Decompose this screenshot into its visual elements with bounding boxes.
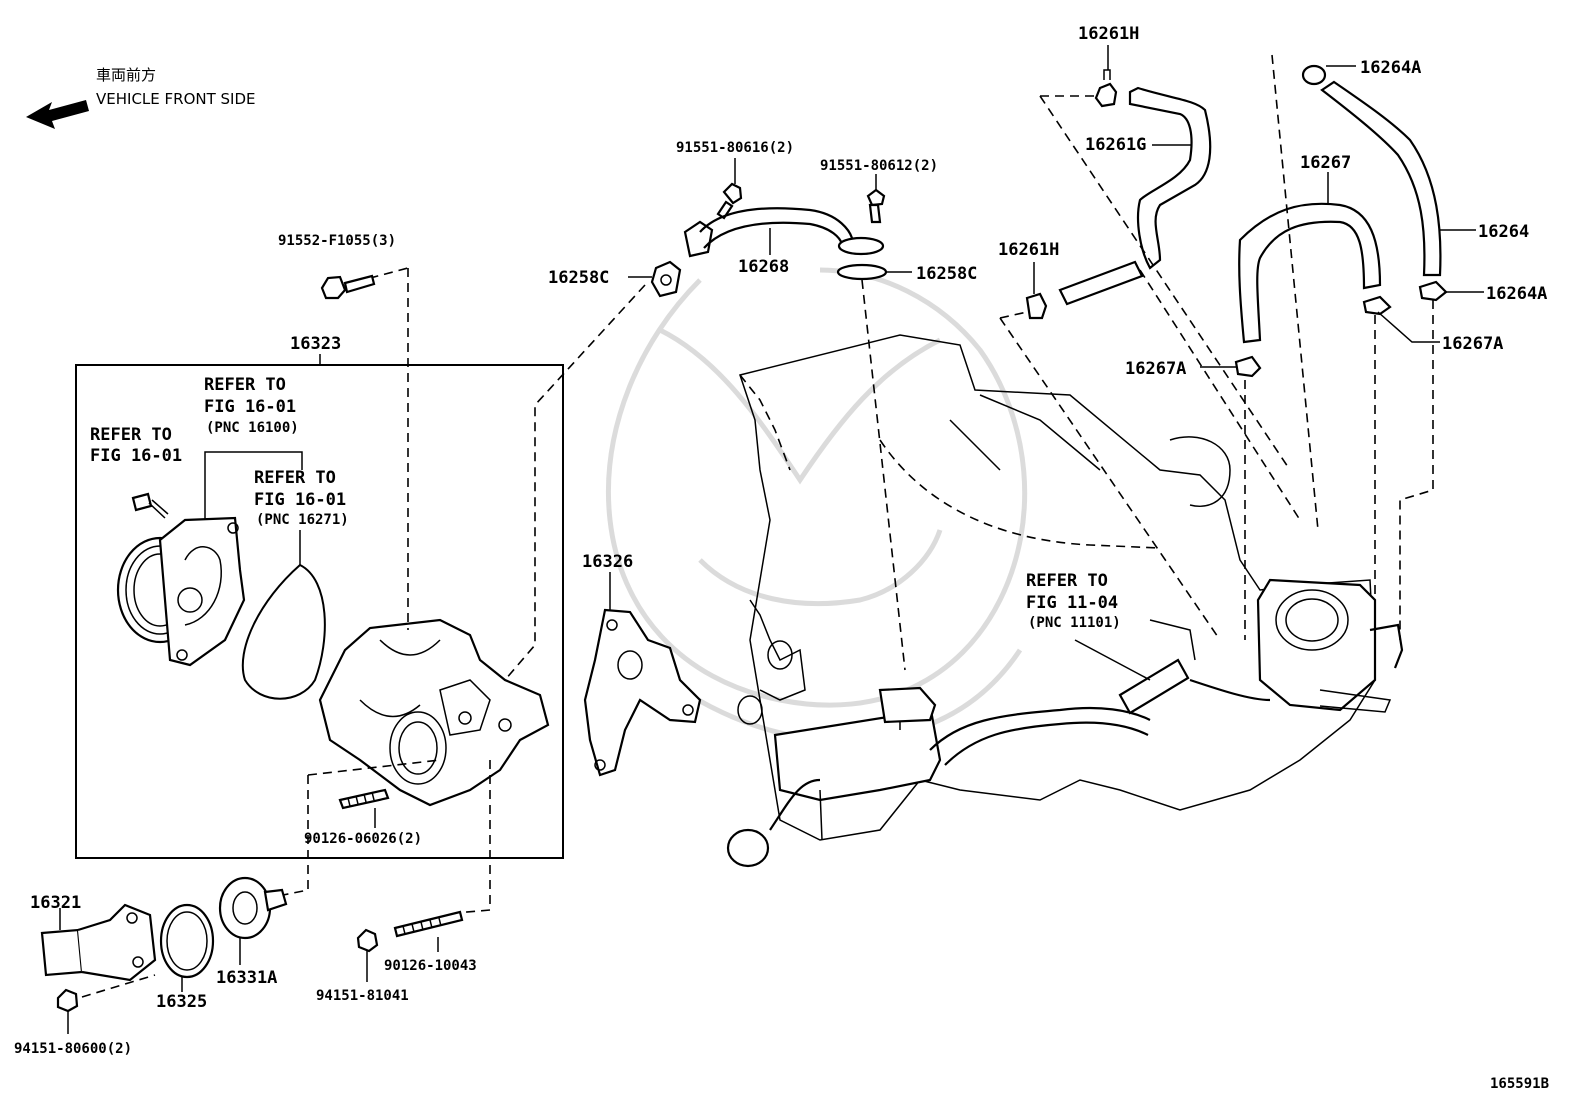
ref-d-line1: REFER TO <box>1026 571 1108 591</box>
label-91551-80616: 91551-80616(2) <box>676 140 794 156</box>
nut-icon-80600 <box>56 988 79 1013</box>
label-16321: 16321 <box>30 893 81 913</box>
label-16261g: 16261G <box>1085 135 1146 155</box>
ref-c-line2: FIG 16-01 <box>254 490 346 510</box>
hose-clamp-16261h-top-icon <box>1094 69 1118 108</box>
ref-d-pnc: (PNC 11101) <box>1028 615 1121 631</box>
gasket-16258c-right-icon <box>836 263 888 281</box>
label-16268: 16268 <box>738 257 789 277</box>
orientation-english: VEHICLE FRONT SIDE <box>96 90 256 108</box>
pump-bolt-icon <box>131 492 169 519</box>
hose-clamp-16267a-right-icon <box>1362 295 1392 316</box>
pipe-16268-icon <box>683 207 885 258</box>
thermostat-icon <box>218 876 288 940</box>
label-16261h-mid: 16261H <box>998 240 1059 260</box>
hose-clamp-16261h-mid-icon <box>1025 292 1048 320</box>
ref-c-line1: REFER TO <box>254 468 336 488</box>
reference-fig-16-01: REFER TO FIG 16-01 <box>90 425 182 466</box>
water-inlet-icon <box>40 903 157 982</box>
flange-bolt-icon <box>320 274 376 300</box>
figure-id: 165591B <box>1490 1076 1549 1092</box>
hose-16264-icon <box>1320 80 1442 277</box>
stud-icon-10043 <box>393 910 464 938</box>
ref-d-line2: FIG 11-04 <box>1026 593 1118 613</box>
orientation-japanese: 車両前方 <box>96 66 156 84</box>
ref-b-line1: REFER TO <box>90 425 172 445</box>
label-16264a-top: 16264A <box>1360 58 1421 78</box>
label-16261h-top: 16261H <box>1078 24 1139 44</box>
water-pump-icon <box>116 516 246 667</box>
hose-clamp-16264a-top-icon <box>1301 64 1327 86</box>
gasket-ring-icon <box>159 903 215 979</box>
gasket-16326-icon <box>583 608 702 777</box>
reference-fig-11-04-pnc-11101: REFER TO FIG 11-04 (PNC 11101) <box>1026 571 1121 631</box>
ref-a-line2: FIG 16-01 <box>204 397 296 417</box>
pump-gasket-icon <box>241 563 326 700</box>
label-16258c-right: 16258C <box>916 264 977 284</box>
label-16267a-right: 16267A <box>1442 334 1503 354</box>
label-16267a-left: 16267A <box>1125 359 1186 379</box>
label-16267: 16267 <box>1300 153 1351 173</box>
reference-fig-16-01-pnc-16271: REFER TO FIG 16-01 (PNC 16271) <box>254 468 349 528</box>
hose-clamp-16264a-right-icon <box>1418 280 1448 302</box>
reference-fig-16-01-pnc-16100: REFER TO FIG 16-01 (PNC 16100) <box>204 375 299 436</box>
label-16323: 16323 <box>290 334 341 354</box>
label-90126-06026: 90126-06026(2) <box>304 831 422 847</box>
label-90126-10043: 90126-10043 <box>384 958 477 974</box>
bolt-icon-80612 <box>866 188 886 224</box>
timing-cover-icon <box>318 618 550 807</box>
engine-assembly-icon <box>726 334 1404 868</box>
hose-clamp-16267a-left-icon <box>1234 355 1262 378</box>
label-91551-80612: 91551-80612(2) <box>820 158 938 174</box>
label-16264a-right: 16264A <box>1486 284 1547 304</box>
label-16258c-left: 16258C <box>548 268 609 288</box>
ref-b-line2: FIG 16-01 <box>90 446 182 466</box>
label-16331a: 16331A <box>216 968 277 988</box>
ref-a-line1: REFER TO <box>204 375 286 395</box>
hose-16261g-icon <box>1058 86 1212 306</box>
front-arrow-icon <box>26 100 89 129</box>
label-91552-f1055: 91552-F1055(3) <box>278 233 396 249</box>
ref-a-pnc: (PNC 16100) <box>206 420 299 436</box>
label-94151-80600: 94151-80600(2) <box>14 1041 132 1057</box>
gasket-16258c-left-icon <box>650 260 682 298</box>
bolt-icon-80616 <box>716 182 743 220</box>
label-16264: 16264 <box>1478 222 1529 242</box>
vehicle-front-indicator: 車両前方 VEHICLE FRONT SIDE <box>26 66 256 129</box>
hose-16267-icon <box>1238 202 1382 344</box>
label-16325: 16325 <box>156 992 207 1012</box>
label-94151-81041: 94151-81041 <box>316 988 409 1004</box>
nut-icon-81041 <box>356 928 379 953</box>
ref-c-pnc: (PNC 16271) <box>256 512 349 528</box>
stud-bolt-icon <box>338 788 390 810</box>
label-16326: 16326 <box>582 552 633 572</box>
